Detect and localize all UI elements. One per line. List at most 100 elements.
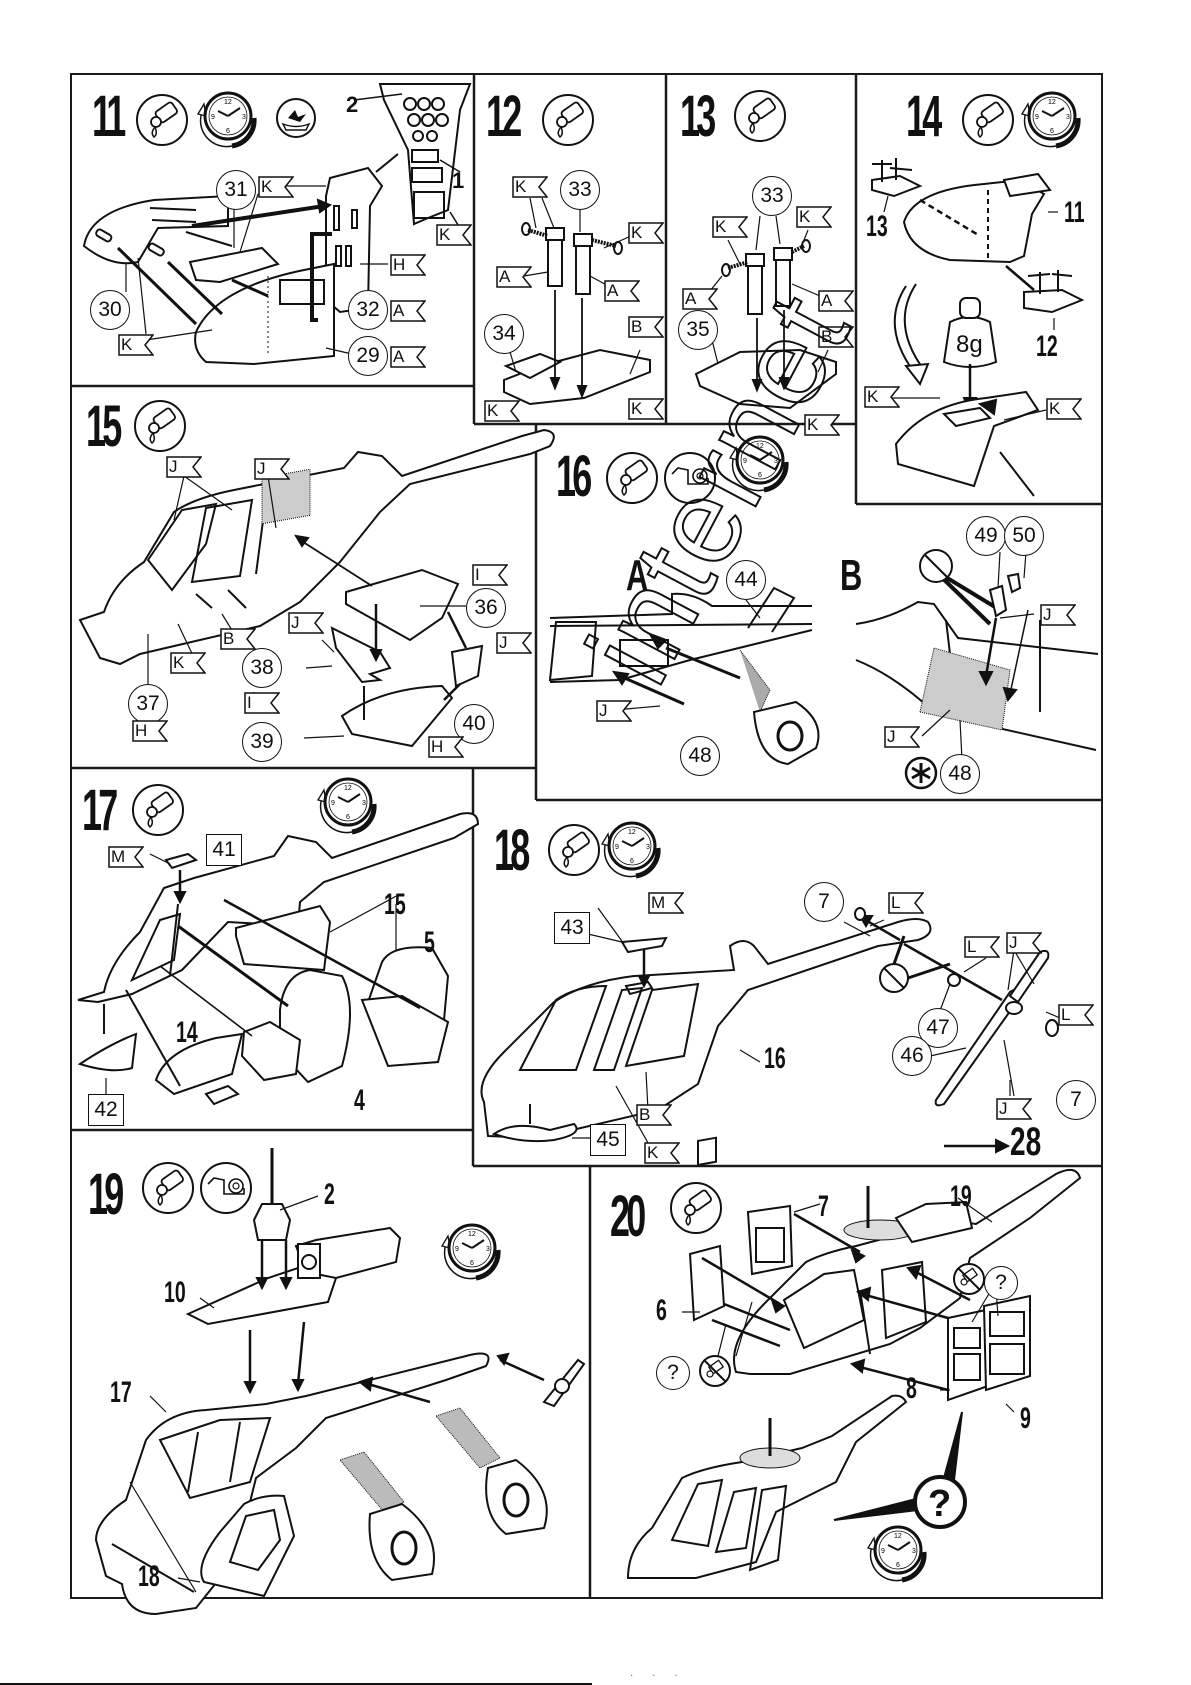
part-callout-46: 46 (892, 1036, 932, 1076)
glue-tube-icon (604, 450, 660, 511)
step-number: 12 (486, 84, 522, 149)
color-flag-K: K (258, 176, 294, 198)
color-flag-K: K (712, 216, 748, 238)
color-flag-I: I (244, 692, 280, 714)
step-number: 15 (86, 394, 122, 459)
part-callout-49: 49 (966, 516, 1006, 556)
svg-text:12: 12 (344, 785, 352, 792)
color-flag-B: B (636, 1104, 672, 1126)
svg-text:9: 9 (331, 800, 335, 807)
part-label-9: 9 (1020, 1402, 1031, 1435)
color-flag-J: J (254, 458, 290, 480)
color-flag-K: K (644, 1142, 680, 1164)
color-flag-H: H (390, 254, 426, 276)
svg-text:3: 3 (774, 458, 778, 465)
svg-text:6: 6 (896, 1562, 900, 1569)
view-label-A: A (626, 551, 649, 600)
color-flag-A: A (604, 280, 640, 302)
part-label-14: 14 (176, 1016, 198, 1049)
svg-text:6: 6 (346, 814, 350, 821)
part-callout-33: 33 (752, 176, 792, 216)
color-flag-K: K (118, 334, 154, 356)
svg-text:3: 3 (912, 1548, 916, 1555)
part-label-13: 13 (866, 210, 888, 243)
svg-text:6: 6 (630, 858, 634, 865)
svg-text:6: 6 (226, 128, 230, 135)
color-flag-K: K (796, 206, 832, 228)
step-number: 16 (556, 444, 592, 509)
step-number: 19 (88, 1162, 124, 1227)
svg-text:12: 12 (224, 99, 232, 106)
color-flag-L: L (888, 892, 924, 914)
part-label-10: 10 (164, 1276, 186, 1309)
next-step-28[interactable]: 28 (1010, 1120, 1042, 1164)
glue-tube-icon (668, 1180, 724, 1241)
step-number: 11 (92, 84, 126, 149)
color-flag-K: K (484, 400, 520, 422)
color-flag-J: J (884, 726, 920, 748)
step-number: 17 (82, 778, 118, 843)
step-number: 20 (610, 1184, 646, 1249)
color-flag-J: J (1040, 604, 1076, 626)
color-flag-B: B (818, 326, 854, 348)
color-flag-K: K (1046, 398, 1082, 420)
part-label-17: 17 (110, 1376, 132, 1409)
step-number: 18 (494, 818, 530, 883)
color-flag-L: L (964, 936, 1000, 958)
part-callout-7: 7 (1056, 1080, 1096, 1120)
no-glue-icon (952, 1262, 986, 1301)
weight-label: 8g (956, 331, 983, 358)
part-label-2: 2 (324, 1178, 335, 1211)
part-label-1: 1 (452, 168, 465, 193)
svg-text:12: 12 (756, 443, 764, 450)
color-flag-K: K (804, 414, 840, 436)
instruction-sheet-frame (70, 73, 1103, 1599)
glue-tube-icon (546, 822, 602, 883)
part-label-8: 8 (906, 1372, 917, 1405)
color-flag-J: J (596, 700, 632, 722)
optional-question-icon: ? (912, 1474, 968, 1535)
color-flag-K: K (628, 222, 664, 244)
color-flag-J: J (288, 612, 324, 634)
svg-text:9: 9 (455, 1246, 459, 1253)
svg-text:9: 9 (1035, 114, 1039, 121)
footer-marks: · · · (630, 1670, 686, 1681)
part-label-6: 6 (656, 1294, 667, 1327)
optional-question-icon: ? (984, 1266, 1018, 1300)
part-label-15: 15 (384, 888, 406, 921)
svg-text:3: 3 (486, 1246, 490, 1253)
part-callout-47: 47 (918, 1008, 958, 1048)
color-flag-A: A (496, 266, 532, 288)
svg-text:6: 6 (470, 1260, 474, 1267)
step-number: 14 (906, 84, 942, 149)
paint-scheme-icon (274, 96, 318, 145)
color-flag-K: K (170, 652, 206, 674)
part-box-45: 45 (590, 1124, 626, 1156)
svg-text:12: 12 (1048, 99, 1056, 106)
color-flag-K: K (512, 176, 548, 198)
part-callout-29: 29 (348, 336, 388, 376)
svg-text:9: 9 (743, 458, 747, 465)
part-label-16: 16 (764, 1042, 786, 1075)
masking-tape-icon (198, 1160, 254, 1221)
part-box-41: 41 (206, 834, 242, 866)
color-flag-A: A (390, 346, 426, 368)
part-callout-35: 35 (678, 310, 718, 350)
part-label-4: 4 (354, 1084, 365, 1117)
color-flag-H: H (428, 736, 464, 758)
color-flag-A: A (818, 290, 854, 312)
glue-tube-icon (140, 1160, 196, 1221)
glue-tube-icon (130, 782, 186, 843)
